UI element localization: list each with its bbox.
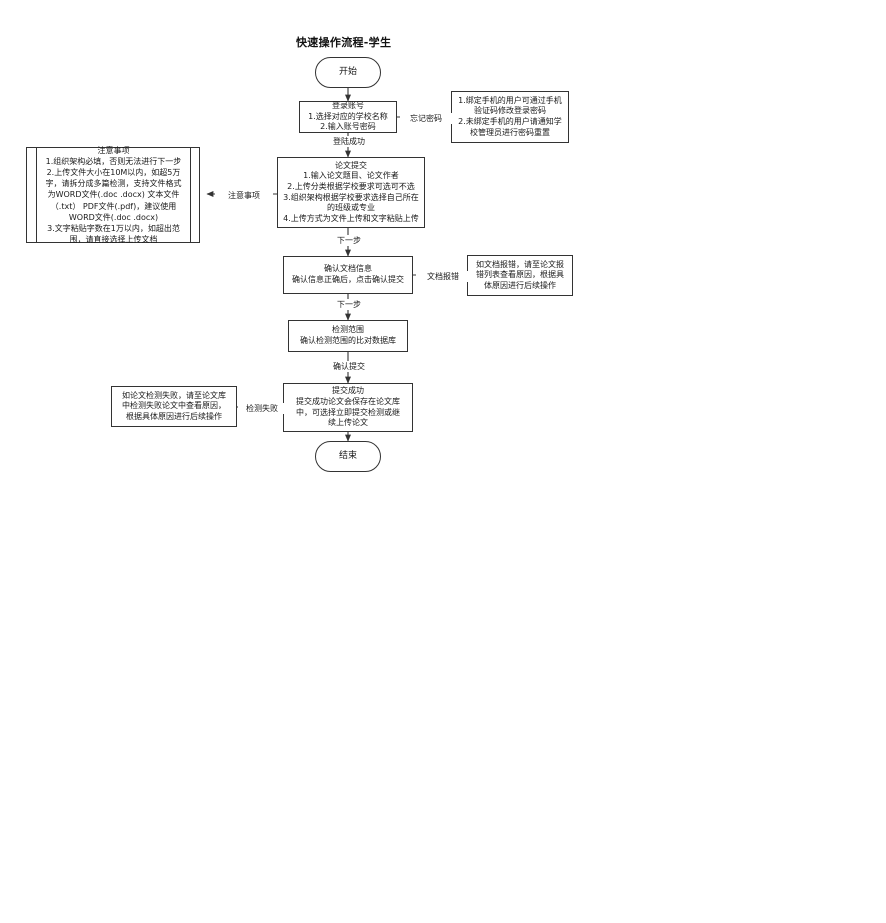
paper-submit-line-2: 2.上传分类根据学校要求可选可不选 — [287, 181, 415, 191]
edge-label-forgot-password: 忘记密码 — [400, 113, 452, 124]
forgot-note-line-0: 1.绑定手机的用户可通过手机 — [458, 95, 562, 105]
edge-label-doc-error: 文档报错 — [416, 271, 470, 282]
attention-line-3: 字，请拆分成多篇检测，支持文件格式 — [45, 179, 182, 189]
attention-line-0: 注意事项 — [97, 145, 130, 155]
attention-line-4: 为WORD文件(.doc .docx) 文本文件 — [47, 190, 180, 200]
confirm-doc-line-0: 确认文档信息 — [324, 264, 372, 274]
node-end-line-0: 结束 — [338, 450, 357, 461]
node-detection-fail-note[interactable]: 如论文检测失败，请至论文库 中检测失败论文中查看原因， 根据具体原因进行后续操作 — [111, 386, 237, 427]
node-confirm-document[interactable]: 确认文档信息 确认信息正确后，点击确认提交 — [283, 256, 413, 294]
node-login-line-0: 登录账号 — [332, 101, 364, 111]
paper-submit-line-0: 论文提交 — [335, 160, 367, 170]
forgot-note-line-1: 验证码修改登录密码 — [474, 106, 546, 116]
node-end[interactable]: 结束 — [315, 441, 381, 472]
detect-range-line-1: 确认检测范围的比对数据库 — [300, 336, 396, 345]
edge-label-confirm-submit: 确认提交 — [313, 361, 385, 372]
attention-line-1: 1.组织架构必填，否则无法进行下一步 — [45, 156, 182, 166]
paper-submit-line-5: 4.上传方式为文件上传和文字粘贴上传 — [283, 213, 419, 223]
edge-label-login-success: 登陆成功 — [318, 136, 380, 147]
node-document-error-note[interactable]: 如文档报错，请至论文报 错列表查看原因，根据具 体原因进行后续操作 — [467, 255, 573, 296]
detect-range-line-0: 检测范围 — [332, 325, 364, 335]
attention-line-2: 2.上传文件大小在10M以内，如超5万 — [46, 168, 181, 178]
forgot-note-line-3: 校管理员进行密码重置 — [470, 127, 550, 137]
edge-label-next-step-2: 下一步 — [318, 299, 380, 310]
edge-label-next-step-1: 下一步 — [318, 235, 380, 246]
attention-line-5: （.txt） PDF文件(.pdf)，建议使用 — [50, 201, 177, 211]
node-paper-submit[interactable]: 论文提交 1.输入论文题目、论文作者 2.上传分类根据学校要求可选可不选 3.组… — [277, 157, 425, 228]
node-attention-note[interactable]: 注意事项 1.组织架构必填，否则无法进行下一步 2.上传文件大小在10M以内，如… — [36, 145, 191, 245]
paper-submit-line-3: 3.组织架构根据学校要求选择自己所在 — [283, 192, 419, 202]
edge-label-detect-fail: 检测失败 — [238, 403, 286, 414]
node-start[interactable]: 开始 — [315, 57, 381, 88]
paper-submit-line-1: 1.输入论文题目、论文作者 — [303, 171, 399, 181]
node-forgot-password-note[interactable]: 1.绑定手机的用户可通过手机 验证码修改登录密码 2.未绑定手机的用户请通知学 … — [451, 91, 569, 143]
node-submit-success[interactable]: 提交成功 提交成功论文会保存在论文库 中，可选择立即提交检测或继 续上传论文 — [283, 383, 413, 432]
confirm-doc-line-1: 确认信息正确后，点击确认提交 — [292, 275, 404, 284]
attention-line-6: WORD文件(.doc .docx) — [68, 212, 159, 222]
forgot-note-line-2: 2.未绑定手机的用户请通知学 — [458, 117, 562, 126]
submit-success-line-1: 提交成功论文会保存在论文库 — [296, 396, 400, 406]
node-login-line-2: 2.输入账号密码 — [320, 122, 376, 132]
attention-line-7: 3.文字粘贴字数在1万以内，如超出范 — [47, 223, 180, 233]
detect-fail-line-2: 根据具体原因进行后续操作 — [126, 411, 222, 421]
detect-fail-line-1: 中检测失败论文中查看原因， — [122, 401, 226, 411]
submit-success-line-0: 提交成功 — [332, 386, 364, 396]
submit-success-line-2: 中，可选择立即提交检测或继 — [296, 407, 400, 417]
page-title: 快速操作流程-学生 — [296, 36, 392, 49]
doc-error-line-0: 如文档报错，请至论文报 — [476, 259, 564, 269]
doc-error-line-2: 体原因进行后续操作 — [484, 280, 556, 290]
paper-submit-line-4: 的班级或专业 — [327, 203, 375, 213]
attention-line-8: 围，请直接选择上传文档 — [69, 235, 158, 245]
node-login[interactable]: 登录账号 1.选择对应的学校名称 2.输入账号密码 — [299, 101, 397, 133]
edge-label-attention: 注意事项 — [215, 190, 273, 201]
detect-fail-line-0: 如论文检测失败，请至论文库 — [122, 390, 226, 400]
node-detection-range[interactable]: 检测范围 确认检测范围的比对数据库 — [288, 320, 408, 352]
node-start-line-0: 开始 — [338, 66, 357, 77]
doc-error-line-1: 错列表查看原因，根据具 — [476, 270, 564, 280]
node-login-line-1: 1.选择对应的学校名称 — [308, 111, 388, 121]
submit-success-line-3: 续上传论文 — [328, 418, 368, 428]
